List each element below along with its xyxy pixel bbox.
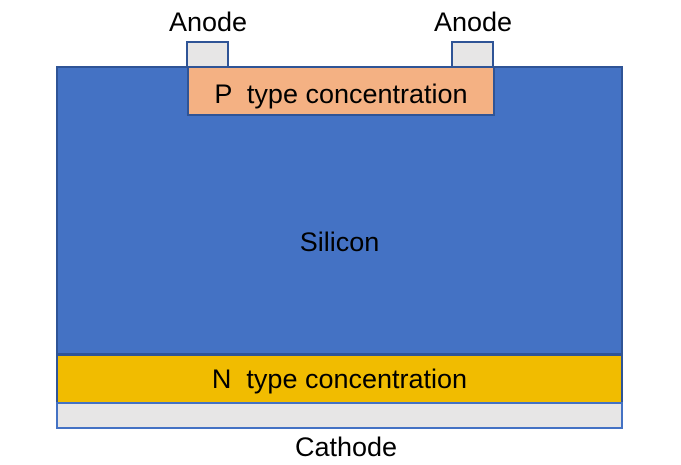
p-type-region: P type concentration <box>187 66 495 116</box>
anode-left-label: Anode <box>168 7 248 37</box>
cathode-contact <box>56 402 623 429</box>
cathode-label: Cathode <box>294 432 398 462</box>
anode-right-label: Anode <box>433 7 513 37</box>
n-type-region: N type concentration <box>56 354 623 404</box>
anode-right-contact <box>451 41 494 68</box>
p-type-label: P type concentration <box>214 79 468 109</box>
silicon-label: Silicon <box>299 227 380 257</box>
anode-left-contact <box>186 41 229 68</box>
n-type-label: N type concentration <box>211 364 468 394</box>
